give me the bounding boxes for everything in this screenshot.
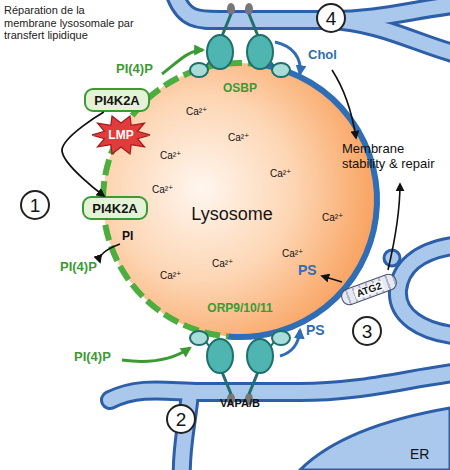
ion-label: Ca²⁺	[322, 212, 343, 224]
er-tube	[175, 0, 450, 20]
node-text: LMP	[108, 129, 133, 141]
burst-shape	[92, 116, 150, 154]
ion-label: Ca²⁺	[270, 168, 291, 180]
damage-burst: LMP	[92, 115, 150, 155]
lipid-label: Chol	[308, 48, 337, 63]
node-text: ATG2	[353, 280, 385, 300]
lipid-label: PI(4)P	[60, 260, 97, 275]
er-tube	[398, 245, 450, 336]
er-sheet	[300, 408, 450, 470]
lipid-arrow	[122, 348, 190, 362]
lipid-arrow	[280, 330, 300, 356]
ion-label: Ca²⁺	[160, 150, 181, 162]
node-text: 4	[326, 9, 337, 28]
callout-number: 4	[316, 3, 346, 33]
er-tube	[330, 20, 450, 55]
lipid-label: PI(4)P	[74, 350, 111, 365]
enzyme-box: PI4K2A	[84, 88, 150, 112]
protein-label: OSBP	[223, 82, 257, 96]
node-text: 1	[30, 196, 41, 215]
node-text: 2	[176, 410, 187, 429]
ion-label: Ca²⁺	[212, 258, 233, 270]
node-text: PI4K2A	[94, 94, 140, 107]
node-text: PI4K2A	[92, 202, 138, 215]
vesicle	[384, 250, 400, 266]
enzyme-box: PI4K2A	[82, 196, 148, 220]
orp-protein	[190, 331, 290, 405]
callout-number: 1	[20, 190, 50, 220]
er-lumen	[398, 245, 450, 336]
lipid-label: PI(4)P	[116, 62, 153, 77]
lipid-label: PI	[122, 230, 133, 244]
effect-arrow	[388, 184, 400, 270]
ion-label: Ca²⁺	[186, 106, 207, 118]
protein-label: ORP9/10/11	[207, 302, 272, 316]
figure-title: Réparation de la membrane lysosomale par…	[4, 4, 136, 42]
ion-label: Ca²⁺	[282, 248, 303, 260]
protein-label: VAPA/B	[220, 397, 260, 410]
ion-label: Ca²⁺	[152, 184, 173, 196]
node-text: Lysosome	[191, 205, 272, 223]
node-text: 3	[362, 322, 373, 341]
ion-label: Ca²⁺	[228, 132, 249, 144]
er-lumen	[330, 20, 450, 55]
callout-number: 3	[352, 316, 382, 346]
er-tube	[110, 372, 450, 400]
er-lumen	[175, 0, 450, 20]
lipid-label: PS	[298, 262, 317, 278]
callout-number: 2	[166, 404, 196, 434]
recruitment-arrow	[62, 112, 104, 196]
lipid-label: PS	[306, 322, 325, 338]
organelle-label: ER	[410, 446, 429, 462]
outcome-label: Membrane stability & repair	[342, 142, 448, 172]
ion-label: Ca²⁺	[160, 270, 181, 282]
er-lumen	[110, 372, 450, 400]
